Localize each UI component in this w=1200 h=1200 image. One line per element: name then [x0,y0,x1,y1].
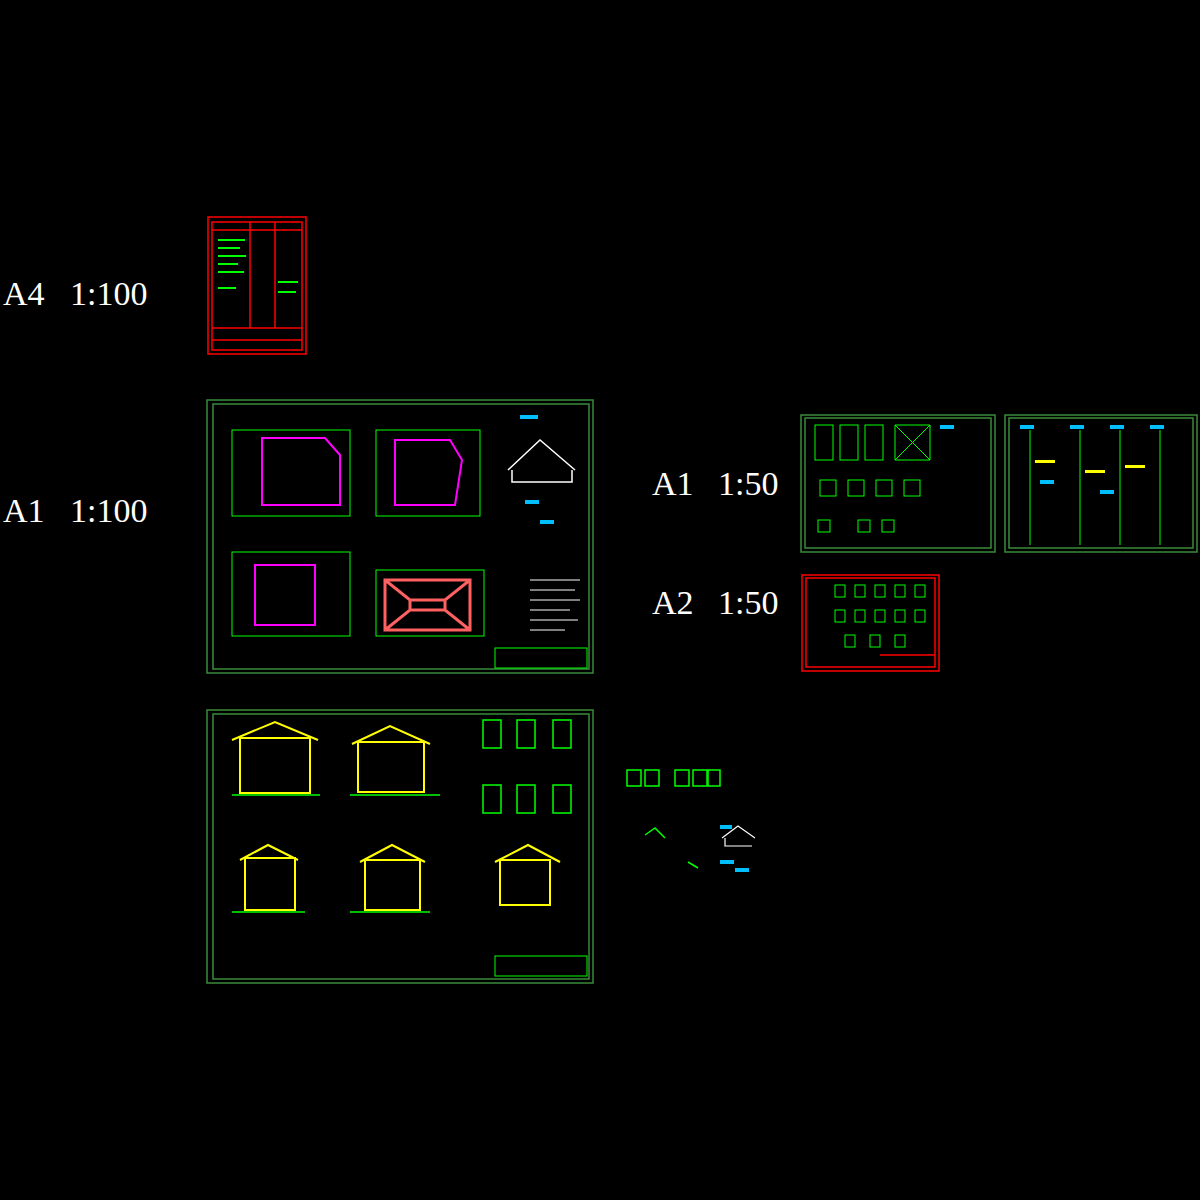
sheet-size: A2 [652,586,694,620]
drawing-scale: 1:100 [70,277,147,311]
sheet-size: A4 [3,277,45,311]
drawing-scale: 1:100 [70,494,147,528]
sheet-size: A1 [3,494,45,528]
drawing-scale: 1:50 [718,467,778,501]
drawing-scale: 1:50 [718,586,778,620]
sheet-size: A1 [652,467,694,501]
